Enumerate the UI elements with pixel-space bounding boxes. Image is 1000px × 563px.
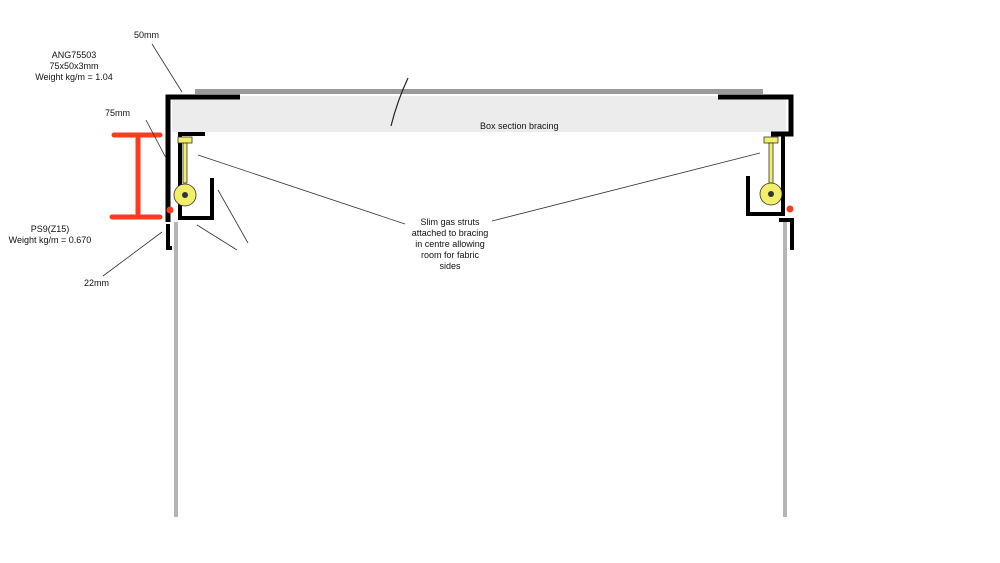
leader-strut-left [197,154,406,225]
leader-50mm [151,43,183,93]
leader-ps9-b [196,224,238,251]
red-dimension-marker [109,132,163,220]
label-22mm: 22mm [84,278,110,288]
top-plate [195,89,763,94]
label-purlin-spec: PS9(Z15) Weight kg/m = 0.670 [4,224,96,246]
left-angle-section [165,94,240,222]
left-gas-strut [173,136,197,207]
right-z-purlin [746,134,785,216]
purlin-weight: Weight kg/m = 0.670 [8,235,92,245]
leader-ps9-a [217,189,249,244]
break-mark [390,77,409,127]
label-box-section-bracing: Box section bracing [480,121,559,131]
leader-22mm [102,231,163,277]
angle-size: 75x50x3mm [49,61,99,71]
struts-note-line: room for fabric [420,250,480,260]
right-pivot-dot [786,205,794,213]
right-post [783,222,787,517]
label-angle-spec: ANG75503 75x50x3mm Weight kg/m = 1.04 [30,50,118,83]
angle-code: ANG75503 [51,50,97,60]
left-z-purlin [178,132,214,220]
leader-75mm [145,119,167,159]
struts-note-line: attached to bracing [411,228,489,238]
leader-strut-right [491,152,761,222]
left-z-purlin-lower [166,224,172,250]
right-z-purlin-lower [779,218,794,250]
purlin-code: PS9(Z15) [30,224,70,234]
left-post [174,222,178,517]
struts-note-line: in centre allowing [415,239,485,249]
label-50mm: 50mm [134,30,160,40]
right-gas-strut [759,136,783,206]
box-section-bracing [172,96,786,132]
label-75mm: 75mm [105,108,131,118]
struts-note-line: Slim gas struts [420,217,480,227]
angle-weight: Weight kg/m = 1.04 [35,72,113,82]
left-pivot-dot [166,206,174,214]
label-struts-note: Slim gas struts attached to bracing in c… [400,217,500,272]
struts-note-line: sides [439,261,461,271]
